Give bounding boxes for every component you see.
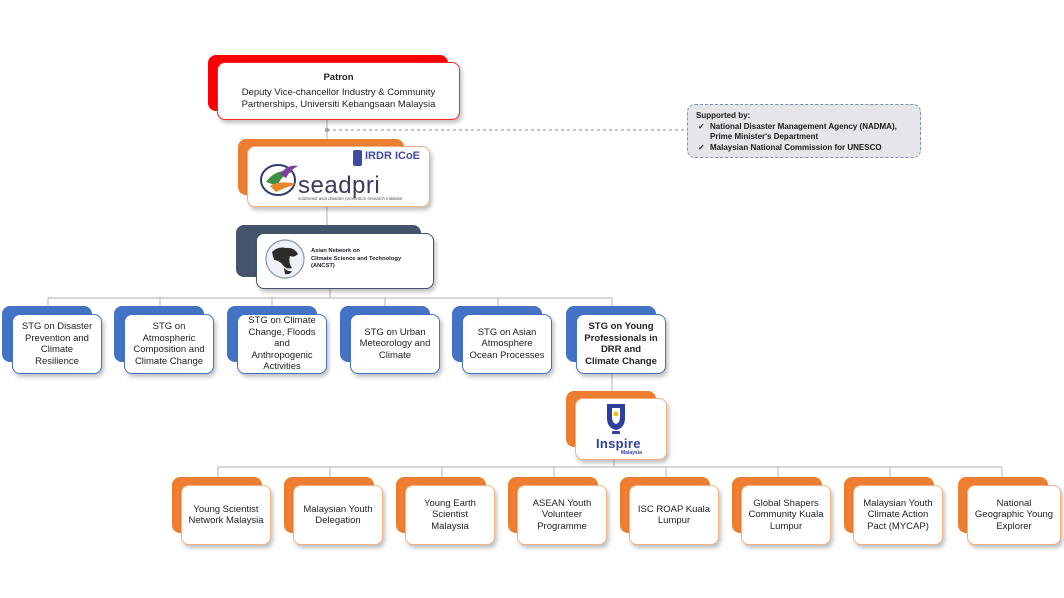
check-icon: ✓ xyxy=(698,121,705,131)
support-box: Supported by: ✓National Disaster Managem… xyxy=(687,104,921,158)
stg-box-ocean: STG on Asian Atmosphere Ocean Processes xyxy=(462,314,552,374)
globe-icon xyxy=(265,239,305,279)
seadpri-wordmark: seadpri xyxy=(298,172,381,199)
ancst-label: Asian Network on Climate Science and Tec… xyxy=(311,248,402,269)
member-box-mycap: Malaysian Youth Climate Action Pact (MYC… xyxy=(853,485,943,545)
support-item-nadma: ✓National Disaster Management Agency (NA… xyxy=(698,121,897,142)
seadpri-bird-icon xyxy=(260,164,298,196)
stg-box-young-professionals: STG on Young Professionals in DRR and Cl… xyxy=(576,314,666,374)
member-box-global-shapers: Global Shapers Community Kuala Lumpur xyxy=(741,485,831,545)
stg-box-floods: STG on Climate Change, Floods and Anthro… xyxy=(237,314,327,374)
stg-box-disaster: STG on Disaster Prevention and Climate R… xyxy=(12,314,102,374)
member-box-yes: Young Earth Scientist Malaysia xyxy=(405,485,495,545)
member-box-ysn: Young Scientist Network Malaysia xyxy=(181,485,271,545)
patron-box: Patron Deputy Vice-chancellor Industry &… xyxy=(217,62,460,120)
ukm-crest-icon xyxy=(353,150,362,166)
member-box-natgeo: National Geographic Young Explorer xyxy=(967,485,1061,545)
connector-dot xyxy=(324,127,330,133)
irdr-badge: IRDR ICoE xyxy=(365,150,420,162)
member-box-isc: ISC ROAP Kuala Lumpur xyxy=(629,485,719,545)
stg-box-atmospheric: STG on Atmospheric Composition and Clima… xyxy=(124,314,214,374)
inspire-wordmark: Inspire xyxy=(596,436,641,451)
support-heading: Supported by: xyxy=(696,111,751,120)
seadpri-tagline: southeast asia disaster prevention resea… xyxy=(298,196,403,201)
patron-title: Patron xyxy=(323,71,354,83)
check-icon: ✓ xyxy=(698,142,705,152)
patron-line-1: Deputy Vice-chancellor Industry & Commun… xyxy=(241,86,436,98)
member-box-myd: Malaysian Youth Delegation xyxy=(293,485,383,545)
member-box-asean: ASEAN Youth Volunteer Programme xyxy=(517,485,607,545)
inspire-tagline: Malaysia xyxy=(621,450,642,456)
lightbulb-icon xyxy=(607,404,625,434)
patron-line-2: Partnerships, Universiti Kebangsaan Mala… xyxy=(241,98,436,110)
support-item-unesco: ✓Malaysian National Commission for UNESC… xyxy=(698,142,882,152)
stg-box-urban: STG on Urban Meteorology and Climate xyxy=(350,314,440,374)
